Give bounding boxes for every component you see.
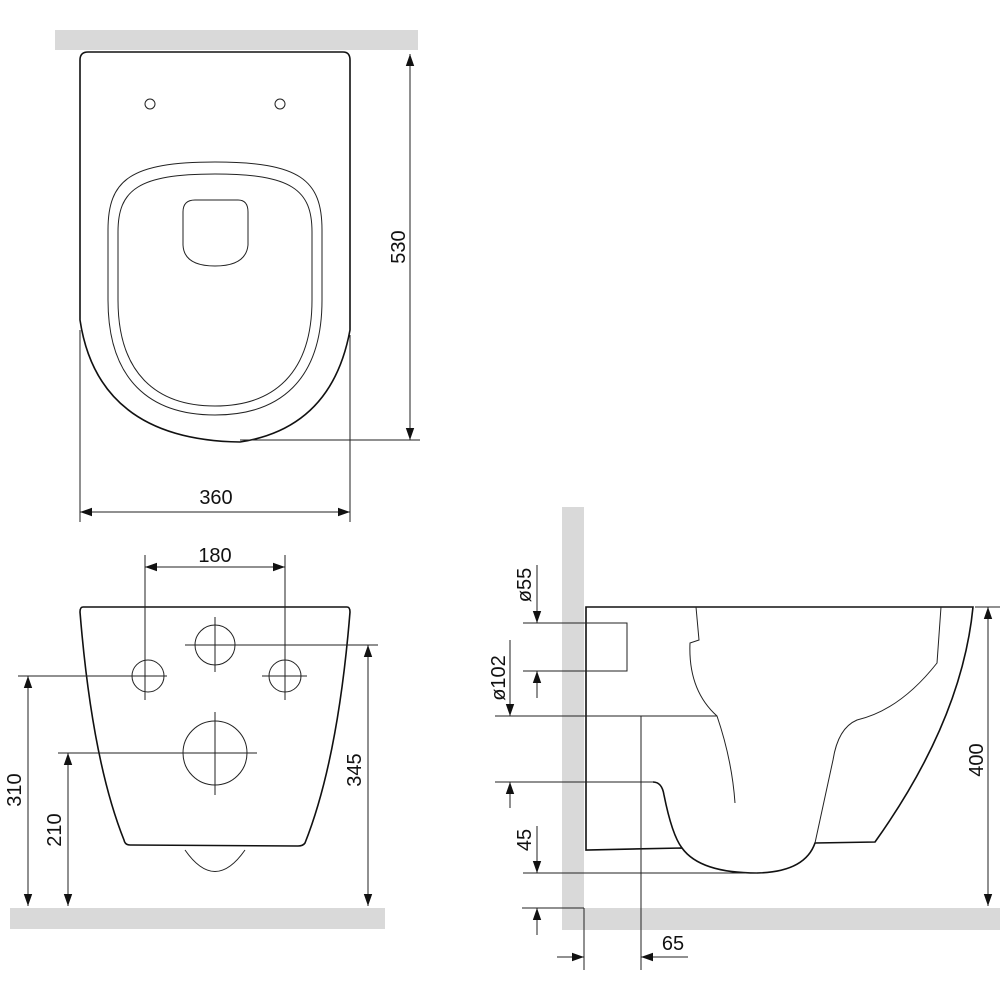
height-label: 400 <box>966 743 988 776</box>
bowl-outline-front <box>79 606 351 847</box>
front-view: 180 310 210 345 <box>4 545 385 929</box>
bowl-outline-top <box>79 51 351 443</box>
top-view: 530 360 <box>55 30 420 522</box>
inlet-diameter-label: ø55 <box>514 568 536 602</box>
outlet-height-label: 210 <box>44 813 66 846</box>
outlet-offset-label: 65 <box>662 933 684 955</box>
wall-bar <box>55 30 418 50</box>
clearance-label: 45 <box>514 829 536 851</box>
floor-bar <box>10 908 385 929</box>
depth-label: 530 <box>388 230 410 263</box>
trap-inner-right <box>814 606 942 844</box>
width-label: 360 <box>199 487 232 509</box>
fixing-spacing-label: 180 <box>198 545 231 567</box>
outlet-contour <box>652 781 683 849</box>
inlet-pipe <box>584 622 628 672</box>
inlet-height-label: 345 <box>344 753 366 786</box>
floor-bar <box>562 908 1000 930</box>
seat-outline <box>107 161 323 416</box>
side-view: ø55 ø102 45 65 400 <box>488 507 1000 970</box>
outlet-diameter-label: ø102 <box>488 655 510 701</box>
fixing-hole <box>274 98 286 110</box>
fixing-hole <box>144 98 156 110</box>
fixing-height-label: 310 <box>4 773 26 806</box>
wall-bar <box>562 507 584 930</box>
lid-outline <box>117 173 313 407</box>
lid-cutout <box>182 199 249 267</box>
bowl-outline-side <box>585 606 974 874</box>
bowl-bottom <box>184 849 246 872</box>
trap-inner-left <box>689 606 736 804</box>
